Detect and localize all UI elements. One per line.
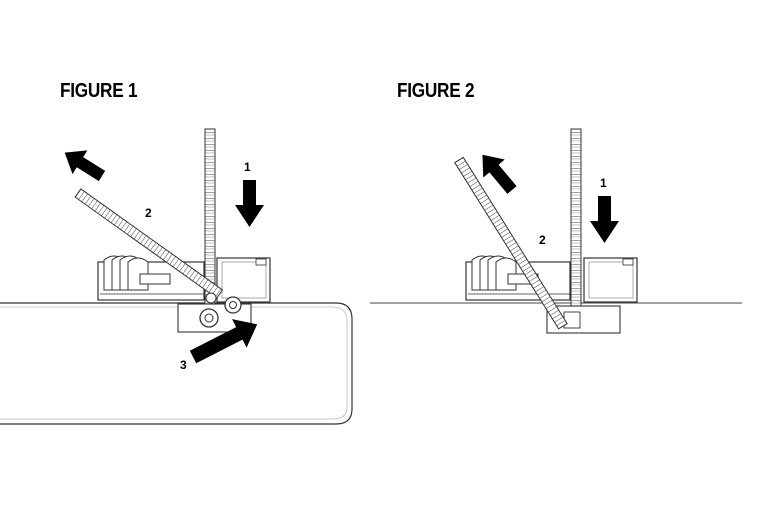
figure-2-drawing: 1 2 — [370, 128, 742, 334]
figure-2-title: FIGURE 2 — [397, 80, 475, 102]
figure-2-arrow-1-label: 1 — [600, 176, 607, 190]
figure-1-diagonal-strap — [74, 188, 224, 299]
figure-1-vertical-rod — [204, 128, 216, 305]
figure-1-arrow-3-label: 3 — [180, 358, 187, 372]
figure-1-arrow-1 — [235, 180, 264, 227]
figure-2-vertical-rod — [570, 128, 582, 330]
figure-2-ratchet — [465, 255, 571, 301]
figure-1-arrow-3 — [189, 319, 258, 364]
figure-2-arrow-2-label: 2 — [539, 233, 546, 247]
figure-2-arrow-1 — [590, 196, 619, 243]
figure-1-arrow-2-label: 2 — [145, 206, 152, 220]
figure-2-arrow-2 — [482, 154, 517, 194]
figure-2-diagonal-strap — [454, 156, 568, 330]
figure-1-title: FIGURE 1 — [60, 80, 138, 102]
figure-1-arrow-1-label: 1 — [244, 160, 251, 174]
figure-1-board — [0, 302, 353, 425]
figure-1-arrow-2 — [64, 150, 106, 182]
figure-1-drawing: 1 2 3 — [0, 128, 353, 425]
